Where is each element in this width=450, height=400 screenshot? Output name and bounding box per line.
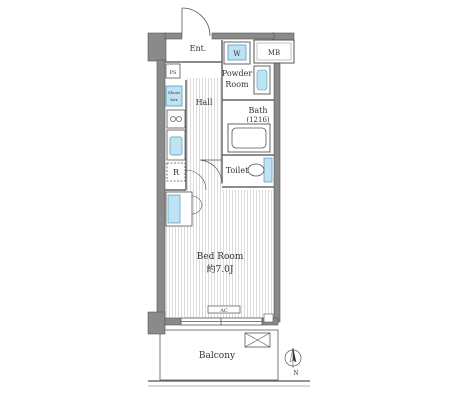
washer-icon <box>227 44 247 61</box>
hall-floor <box>186 78 221 190</box>
powder-sink-basin <box>256 69 268 91</box>
bath-size-label: (1216) <box>246 116 270 124</box>
refrigerator-label: R <box>173 168 180 177</box>
north-arrow-icon <box>284 347 302 368</box>
powder-room-label-2: Room <box>225 80 249 89</box>
ac-label: AC <box>219 308 228 314</box>
balcony-window <box>180 317 263 326</box>
kitchen-sink <box>169 136 183 156</box>
ac-unit <box>207 305 241 314</box>
entrance-label: Ent. <box>190 44 207 53</box>
mb-box <box>253 39 295 64</box>
toilet-bowl <box>247 163 265 177</box>
bath-label: Bath <box>248 106 267 115</box>
bed-room-size-label: 約7.0J <box>207 263 234 275</box>
washer-label: W <box>233 50 241 58</box>
mb-box-inner <box>256 42 292 61</box>
bathtub-inner <box>231 127 267 149</box>
shoes-box-label-2: box <box>170 97 178 102</box>
ps-label: PS <box>170 70 177 76</box>
burner-icon <box>170 116 176 122</box>
ps-box <box>165 63 181 79</box>
bed-room-label: Bed Room <box>197 252 244 262</box>
north-label: N <box>293 370 298 377</box>
outdoor-unit-x <box>244 332 271 348</box>
vent-box <box>263 313 274 323</box>
toilet-tank <box>263 157 273 183</box>
powder-room-label: Powder <box>222 69 253 78</box>
bathtub <box>227 123 271 153</box>
interior-walls <box>165 40 274 191</box>
bedroom-door <box>185 169 207 191</box>
hall-label: Hall <box>196 98 213 107</box>
balcony-label: Balcony <box>199 351 236 361</box>
closet-inner <box>167 194 181 224</box>
toilet-door <box>199 159 223 185</box>
closet-door <box>191 195 203 215</box>
mb-label: MB <box>268 49 280 57</box>
kitchen-stove <box>166 109 186 129</box>
refrigerator <box>166 162 186 182</box>
toilet-label: Toilet <box>226 166 249 175</box>
shoes-box <box>165 85 183 107</box>
shoes-box-label: Shoes <box>168 90 180 95</box>
entrance-door <box>181 7 211 37</box>
burner-icon <box>176 116 182 122</box>
